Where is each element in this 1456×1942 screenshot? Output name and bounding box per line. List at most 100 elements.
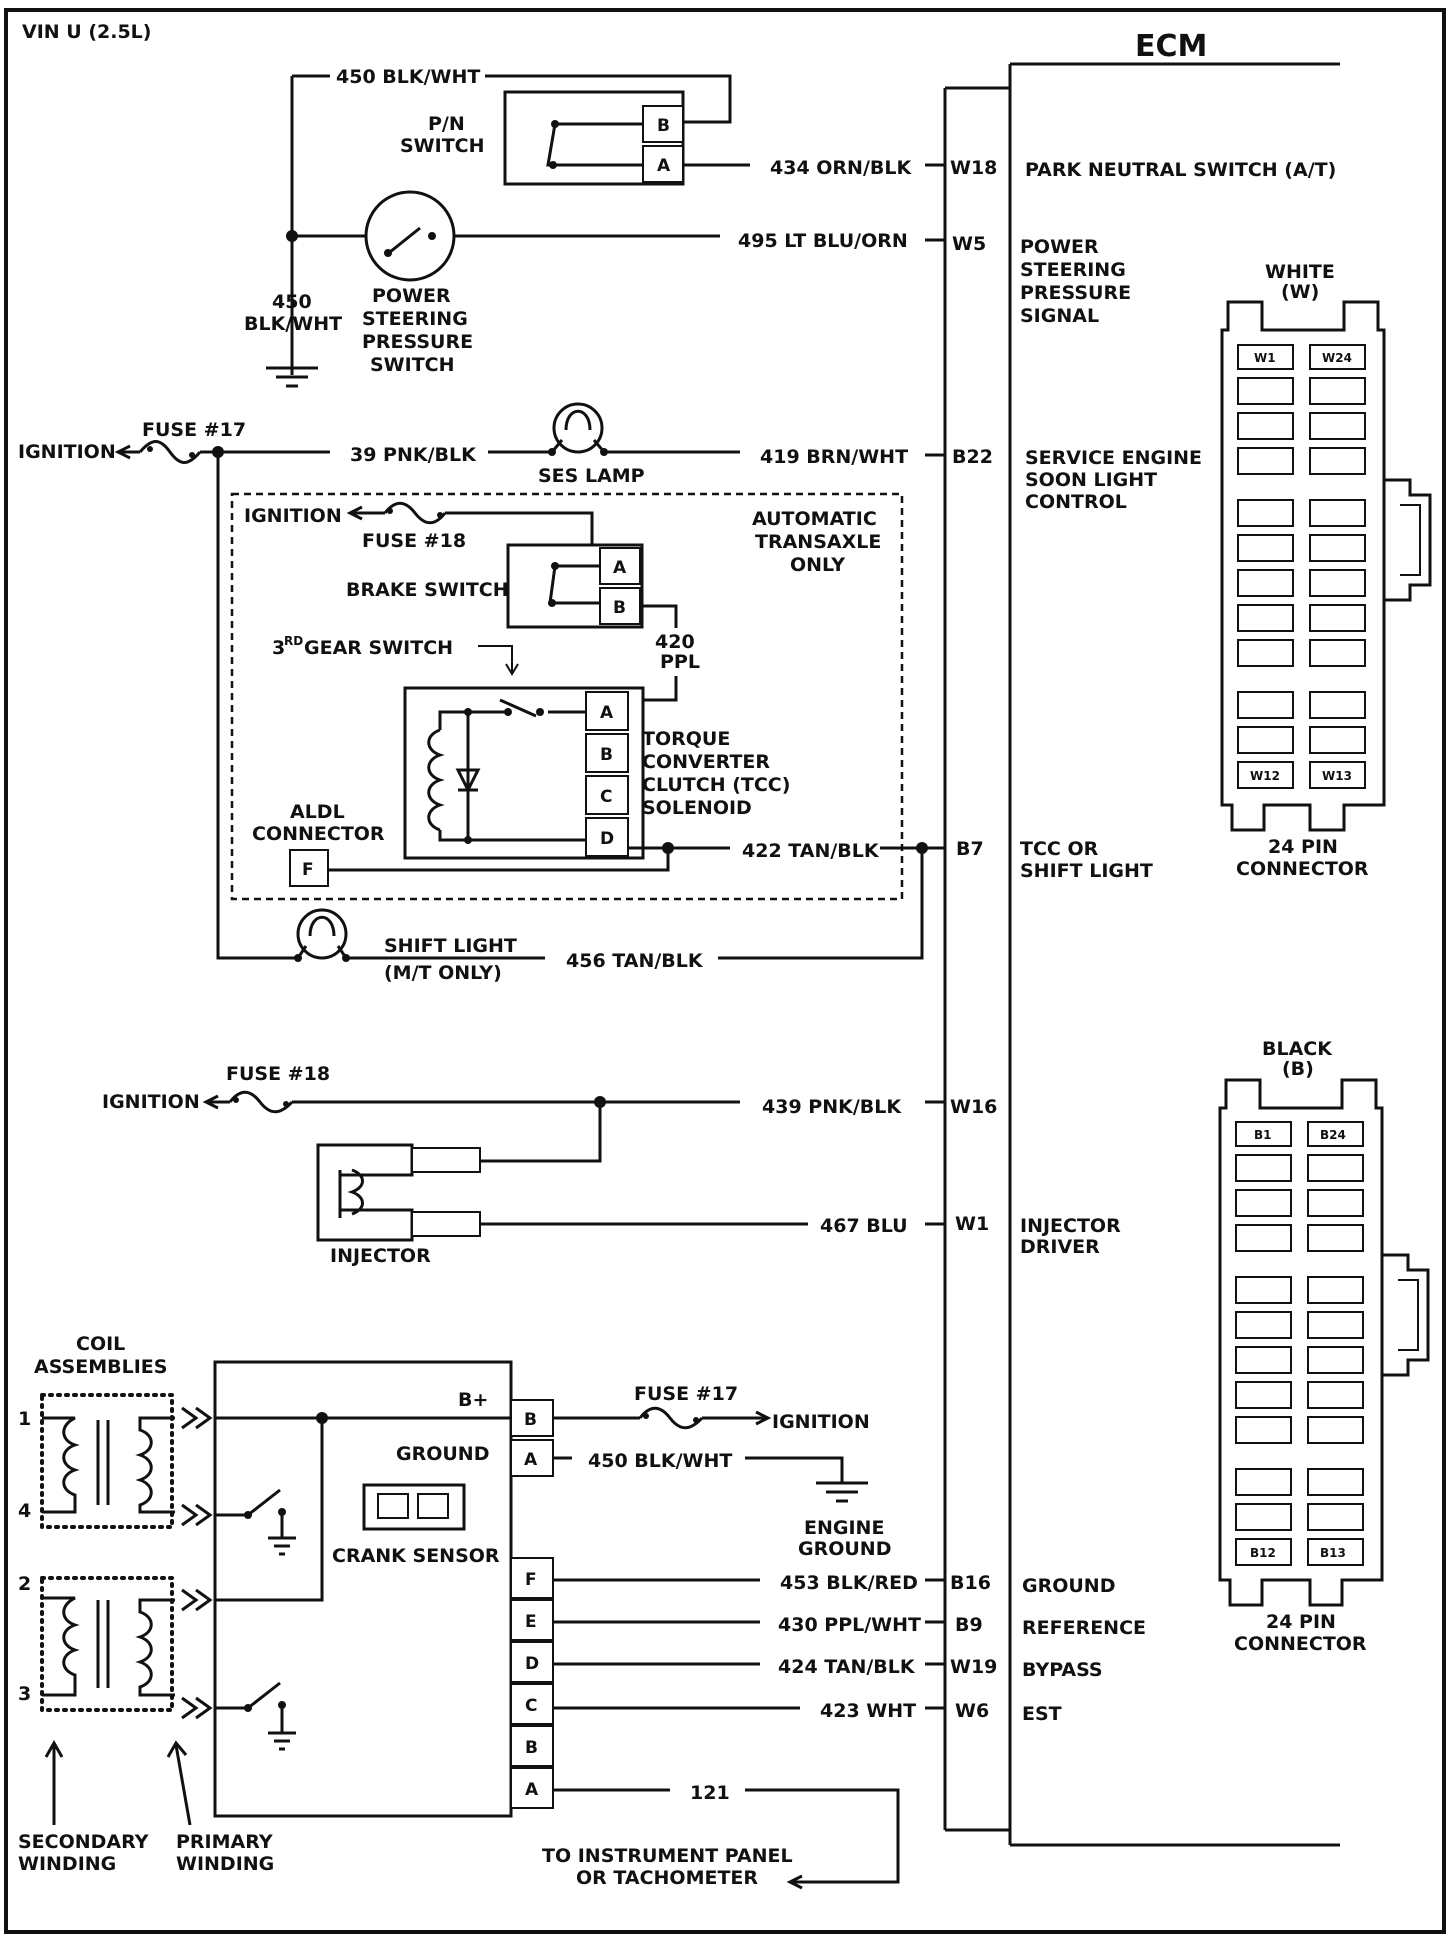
pin-w1: W1 (955, 1213, 989, 1235)
tcc-label2: CONVERTER (642, 751, 770, 773)
black-connector-footer2: CONNECTOR (1234, 1633, 1367, 1655)
fn-est: EST (1022, 1703, 1062, 1725)
fn-ps1: POWER (1020, 236, 1099, 258)
white-connector-cavities (1237, 377, 1366, 754)
wire-450-ground-b: BLK/WHT (244, 313, 342, 335)
ses-lamp-label: SES LAMP (538, 465, 645, 487)
white-connector-label: WHITE (1265, 261, 1335, 283)
at-label3: ONLY (790, 554, 845, 576)
module-pin-d: D (525, 1654, 539, 1674)
coil-num-2: 2 (18, 1573, 31, 1595)
pin-w6: W6 (955, 1700, 989, 1722)
fn-tcc1: TCC OR (1020, 838, 1099, 860)
primary-winding-label1: PRIMARY (176, 1831, 273, 1853)
fuse18-label-1: FUSE #18 (362, 530, 466, 552)
white-pin-w12: W12 (1250, 769, 1280, 783)
ground-label: GROUND (396, 1443, 489, 1465)
brake-switch-circuit: IGNITION FUSE #18 A B BRAKE SWITCH 420 P… (244, 501, 700, 702)
aldl-label1: ALDL (290, 801, 345, 823)
black-pin-b13: B13 (1320, 1546, 1346, 1560)
white-pin-w13: W13 (1322, 769, 1352, 783)
pn-pin-a: A (657, 156, 671, 176)
black-pin-b1: B1 (1254, 1128, 1272, 1142)
fn-ps2: STEERING (1020, 259, 1126, 281)
pin-b22: B22 (952, 446, 993, 468)
ecm-pin-labels: W18 W5 B22 B7 W16 W1 B16 B9 W19 W6 (950, 157, 997, 1722)
coil-num-4: 4 (18, 1500, 31, 1522)
fn-inj1: INJECTOR (1020, 1215, 1121, 1237)
ignition-module: COIL ASSEMBLIES B+ GROUND CRANK SENSOR B… (34, 1333, 554, 1818)
fn-bypass: BYPASS (1022, 1659, 1103, 1681)
module-pin-a: A (525, 1780, 539, 1800)
wire-467: 467 BLU (820, 1215, 908, 1237)
ground-symbol-1 (266, 366, 318, 388)
module-pin-f: F (525, 1570, 537, 1590)
black-connector: BLACK (B) B1 B24 B12 B13 24 PIN CONNECTO… (1218, 1038, 1430, 1655)
wire-439: 439 PNK/BLK (762, 1096, 902, 1118)
wire-423: 423 WHT (820, 1700, 916, 1722)
tcc-pin-d: D (600, 829, 614, 849)
secondary-winding-label2: WINDING (18, 1853, 116, 1875)
fn-park-neutral: PARK NEUTRAL SWITCH (A/T) (1025, 159, 1336, 181)
module-pin-e: E (525, 1612, 537, 1632)
wire-456: 456 TAN/BLK (566, 950, 704, 972)
black-connector-footer1: 24 PIN (1266, 1611, 1336, 1633)
page-border (4, 8, 1446, 1934)
pin-b9: B9 (955, 1614, 983, 1636)
ecm-function-labels: PARK NEUTRAL SWITCH (A/T) POWER STEERING… (1020, 159, 1336, 1725)
pin-w19: W19 (950, 1656, 997, 1678)
black-connector-cavities (1235, 1154, 1364, 1531)
wire-419: 419 BRN/WHT (760, 446, 908, 468)
tcc-pin-b: B (600, 745, 613, 765)
wire-121: 121 (690, 1782, 730, 1804)
at-label1: AUTOMATIC (752, 508, 877, 530)
black-pin-b24: B24 (1320, 1128, 1346, 1142)
diagram-title: VIN U (2.5L) (22, 21, 151, 43)
white-connector-footer2: CONNECTOR (1236, 858, 1369, 880)
black-connector-code: (B) (1282, 1058, 1314, 1080)
shift-light-icon (294, 908, 350, 962)
brake-pin-b: B (613, 598, 626, 618)
wire-420-b: PPL (660, 651, 700, 673)
wire-434: 434 ORN/BLK (770, 157, 912, 179)
third-gear-label-sup: RD (284, 634, 303, 648)
injector-body (316, 1143, 414, 1242)
fuse17-label-2: FUSE #17 (634, 1383, 738, 1405)
module-wiring: FUSE #17 IGNITION 450 BLK/WHT ENGINE GRO… (542, 1383, 945, 1890)
injector-label: INJECTOR (330, 1245, 431, 1267)
brake-pin-a: A (613, 558, 627, 578)
ecm-title: ECM (1135, 29, 1207, 64)
pn-switch-label1: P/N (428, 113, 465, 135)
coil-num-1: 1 (18, 1408, 31, 1430)
ps-switch-label3: PRESSURE (362, 331, 473, 353)
white-connector-footer1: 24 PIN (1268, 836, 1338, 858)
engine-ground-label1: ENGINE (804, 1517, 884, 1539)
ps-switch-label4: SWITCH (370, 354, 455, 376)
fn-ps3: PRESSURE (1020, 282, 1131, 304)
fn-tcc2: SHIFT LIGHT (1020, 860, 1153, 882)
wire-430: 430 PPL/WHT (778, 1614, 921, 1636)
ses-lamp-icon (548, 402, 608, 456)
tcc-pin-c: C (600, 787, 612, 807)
pin-w18: W18 (950, 157, 997, 179)
secondary-winding-label1: SECONDARY (18, 1831, 149, 1853)
module-pin-c: C (525, 1696, 537, 1716)
fn-ground: GROUND (1022, 1575, 1115, 1597)
wire-39: 39 PNK/BLK (350, 444, 477, 466)
tcc-solenoid-circuit: 3 RD GEAR SWITCH A B C D TORQUE CONVERTE… (252, 634, 945, 887)
fn-reference: REFERENCE (1022, 1617, 1146, 1639)
ignition-module-body (213, 1360, 513, 1818)
wire-450-module: 450 BLK/WHT (588, 1450, 732, 1472)
fn-ps4: SIGNAL (1020, 305, 1099, 327)
pin-w16: W16 (950, 1096, 997, 1118)
engine-ground-label2: GROUND (798, 1538, 891, 1560)
ignition-4: IGNITION (772, 1411, 870, 1433)
pin-b7: B7 (956, 838, 984, 860)
shift-light-circuit: SHIFT LIGHT (M/T ONLY) 456 TAN/BLK (216, 452, 924, 984)
wire-424: 424 TAN/BLK (778, 1656, 916, 1678)
instrument-panel-label2: OR TACHOMETER (576, 1867, 758, 1889)
black-pin-b12: B12 (1250, 1546, 1276, 1560)
instrument-panel-label1: TO INSTRUMENT PANEL (542, 1845, 793, 1867)
pn-pin-b: B (657, 116, 670, 136)
coil-label2: ASSEMBLIES (34, 1356, 167, 1378)
